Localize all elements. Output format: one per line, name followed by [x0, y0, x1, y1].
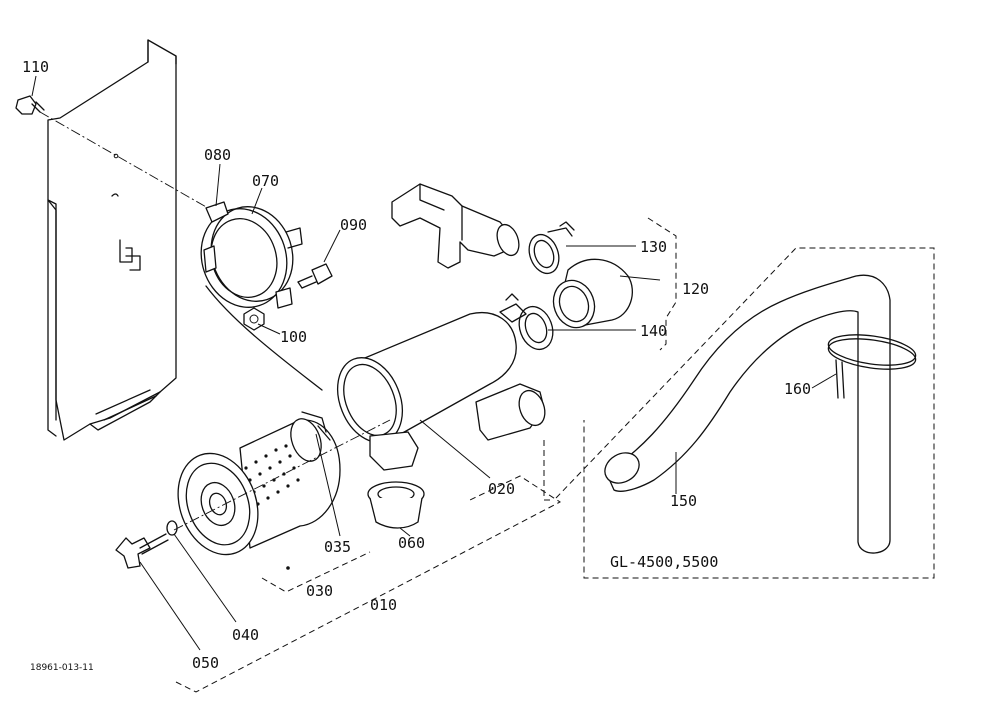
label-040: 040: [232, 626, 259, 644]
label-120: 120: [682, 280, 709, 298]
leader-lines: [31, 75, 837, 651]
wing-bolt-050: [115, 520, 178, 569]
model-note: GL-4500,5500: [610, 553, 718, 571]
label-060: 060: [398, 534, 425, 552]
air-cleaner-body-020: [337, 312, 546, 471]
label-100: 100: [280, 328, 307, 346]
label-140: 140: [640, 322, 667, 340]
label-070: 070: [252, 172, 279, 190]
hose-150: [604, 274, 891, 554]
label-080: 080: [204, 146, 231, 164]
label-090: 090: [340, 216, 367, 234]
band-clamp-130: [528, 221, 575, 275]
label-010: 010: [370, 596, 397, 614]
rubber-elbow-120: [552, 258, 633, 329]
label-150: 150: [670, 492, 697, 510]
dust-cup-060: [367, 481, 425, 529]
group-box-120: [647, 217, 677, 351]
label-110: 110: [22, 58, 49, 76]
nut-100: [243, 307, 265, 331]
bolt-090: [297, 263, 333, 289]
part-labels: 110 080 070 090 100 130 120 140 160 020 …: [22, 58, 811, 672]
label-050: 050: [192, 654, 219, 672]
label-160: 160: [784, 380, 811, 398]
mounting-plate: [47, 39, 177, 441]
label-130: 130: [640, 238, 667, 256]
filter-element-030: [239, 411, 341, 549]
end-cover-040: [177, 452, 290, 570]
clamp-ring-070: [200, 201, 303, 309]
group-box-010: [175, 475, 561, 693]
label-020: 020: [488, 480, 515, 498]
group-box-010-right: [543, 440, 550, 501]
element-perforations: [244, 444, 300, 506]
label-030: 030: [306, 582, 333, 600]
drawing-number: 18961-013-11: [30, 663, 94, 673]
hose-clamp-160: [827, 334, 917, 399]
band-clamp-140: [499, 293, 554, 351]
group-box-models: [555, 247, 935, 579]
intake-elbow: [391, 183, 520, 269]
label-035: 035: [324, 538, 351, 556]
